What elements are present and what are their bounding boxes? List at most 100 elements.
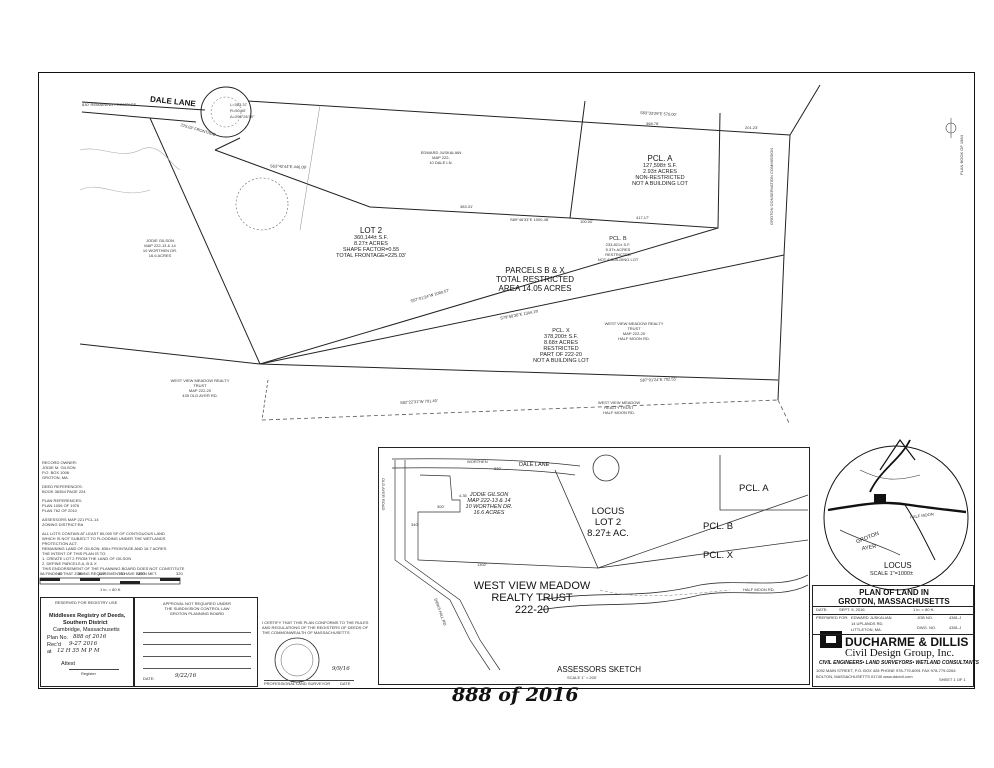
- pcl-a-name: PCL. A: [647, 154, 673, 163]
- plan-title: PLAN OF LAND IN: [859, 588, 929, 597]
- register-signature-line: [69, 669, 119, 670]
- pcl-a-label: PCL. A 127,598± S.F. 2.93± ACRES NON-RES…: [620, 154, 700, 187]
- plan-no-value: 888 of 2016: [73, 634, 107, 640]
- scale-tick-80: 80: [78, 571, 83, 576]
- scale-tick-320: 320: [176, 571, 183, 576]
- surveyor-signature-line: [264, 680, 354, 681]
- bearing-lot2-east: S89°46'33"E 1000.48': [510, 217, 549, 222]
- pcl-b-name: PCL. B: [609, 236, 627, 242]
- recd-value: 9-27 2016: [69, 641, 98, 647]
- certification-date-label: DATE: [340, 681, 351, 686]
- deed-heading: DEED REFERENCES:: [42, 484, 83, 489]
- record-notes: RECORD OWNER: JODIE M. GILSON P.O. BOX 1…: [42, 460, 184, 576]
- abutter-gilson: JODIE GILSON MAP 222-13 & 14 10 WORTHEN …: [138, 238, 182, 258]
- pcl-b-building: NOT A BUILDING LOT: [597, 257, 639, 262]
- record-owner-box: P.O. BOX 1006: [42, 470, 70, 475]
- sketch-title: ASSESSORS SKETCH: [557, 665, 642, 674]
- certification-line-3: THE COMMONWEALTH OF MASSACHUSETTS: [262, 630, 350, 635]
- sketch-gilson-address: 10 WORTHEN DR.: [465, 504, 513, 510]
- locus-label: LOCUS: [884, 561, 912, 570]
- certification-block: I CERTIFY THAT THIS PLAN CONFORMS TO THE…: [262, 620, 368, 635]
- note-line-4: REMAINING LAND OF GILSON: 830± FRONTAGE …: [42, 546, 167, 551]
- date-value: SEPT. 9, 2016: [839, 607, 865, 612]
- abutter-westview-right-trust: REALTY TRUST: [604, 405, 634, 410]
- at-label: at: [47, 649, 52, 655]
- job-no-label: JOB NO.: [917, 615, 934, 620]
- abutter-juskalian-map: MAP 222-: [432, 155, 450, 160]
- sheet-number: SHEET 1 OF 1: [939, 677, 966, 682]
- dwg-no-label: DWG. NO.: [917, 625, 937, 630]
- scale-tick-200: 200: [138, 571, 145, 576]
- lot-2-acres: 8.27± ACRES: [354, 241, 388, 247]
- handwritten-plan-number: 888 of 2016: [452, 684, 579, 706]
- firm-address-1: 1092 MAIN STREET, P.O. BOX 428 PHONE 978…: [816, 668, 956, 673]
- registry-line-1: Middlesex Registry of Deeds,: [49, 613, 126, 619]
- plan-ref-2: PLAN 762 OF 2010: [42, 508, 77, 513]
- sketch-road-old-ayer: OLD AYER ROAD: [381, 478, 386, 511]
- sketch-gilson: JODIE GILSON MAP 222-13 & 14 10 WORTHEN …: [459, 492, 519, 516]
- sketch-locus-label: LOCUS: [591, 506, 625, 517]
- abutter-westview-bottom: WEST VIEW MEADOW REALTY TRUST MAP 222-20…: [166, 378, 234, 398]
- abutter-gilson-map: MAP 222-13 & 14: [144, 243, 176, 248]
- plan-town: GROTON, MASSACHUSETTS: [838, 597, 950, 606]
- sketch-dim-1302: 1302': [477, 562, 487, 567]
- zoning-district: ZONING DISTRICT:RA: [42, 522, 84, 527]
- lot-2-name: LOT 2: [359, 226, 383, 235]
- pcl-x-restriction: RESTRICTED: [543, 346, 579, 352]
- north-arrow-icon: [945, 122, 957, 134]
- approval-block: APPROVAL NOT REQUIRED UNDER THE SUBDIVIS…: [134, 597, 258, 687]
- sketch-westview-line-3: 222-20: [514, 604, 550, 616]
- lot-2-shape: SHAPE FACTOR=0.55: [342, 247, 400, 253]
- scale-tick-0: 0: [40, 571, 43, 576]
- sketch-pcl-b: PCL. B: [703, 521, 734, 532]
- abutter-westview-top: WEST VIEW MEADOW REALTY TRUST MAP 222-20…: [600, 321, 668, 341]
- pcl-x-part: PART OF 222-20: [540, 352, 582, 358]
- note-line-9: A FINDING THAT ZONING REQUIREMENTS HAVE …: [42, 571, 158, 576]
- firm-tagline: CIVIL ENGINEERS• LAND SURVEYORS• WETLAND…: [819, 660, 979, 666]
- lot-2-sf: 360,144± S.F.: [354, 235, 388, 241]
- registry-header: RESERVED FOR REGISTRY USE: [55, 600, 118, 605]
- curve-delta: Δ=296°26'10": [230, 114, 255, 119]
- title-block: PLAN OF LAND IN GROTON, MASSACHUSETTS DA…: [812, 585, 979, 687]
- pcl-a-sf: 127,598± S.F.: [643, 163, 677, 169]
- approval-line-2: THE SUBDIVISION CONTROL LAW: [164, 606, 230, 611]
- abutter-juskalian-address: 10 DALE LN.: [429, 160, 453, 165]
- registry-block: RESERVED FOR REGISTRY USE Middlesex Regi…: [40, 597, 134, 687]
- plan-book-reference: PLAN BOOK OF 1984: [959, 135, 964, 175]
- approval-line-3: GROTON PLANNING BOARD: [169, 611, 225, 616]
- sketch-dim-435: 4.35: [459, 493, 467, 498]
- dist-lot2-c: 417.17': [636, 215, 649, 220]
- abutter-westview-top-address: HALF MOON RD.: [618, 336, 650, 341]
- prepared-for-label: PREPARED FOR:: [816, 615, 849, 620]
- sketch-gilson-area: 16.6 ACRES: [473, 510, 505, 516]
- sketch-pcl-x: PCL. X: [703, 550, 734, 561]
- pcl-a-building: NOT A BUILDING LOT: [632, 181, 688, 187]
- board-signature-line: [143, 632, 251, 633]
- firm-subtitle: Civil Design Group, Inc.: [845, 647, 955, 659]
- sketch-road-dirks-hill: DIRKS HILL RD.: [433, 597, 449, 628]
- dwg-no-value: 4381-J: [949, 625, 962, 630]
- abutter-westview-bottom-address: 435 OLD AYER RD.: [182, 393, 218, 398]
- note-line-5: THE INTENT OF THIS PLAN IS TO:: [42, 551, 107, 556]
- abutter-westview-bottom-map: MAP 222-20: [188, 388, 212, 393]
- plan-scale: 1 in. = 80 ft.: [913, 607, 935, 612]
- parcels-bx-label: PARCELS B & X TOTAL RESTRICTED AREA 14.0…: [490, 266, 580, 293]
- ducharme-logo-icon: [819, 632, 843, 650]
- pcl-a-acres: 2.93± ACRES: [643, 169, 677, 175]
- dist-top-b: 201.23': [745, 125, 758, 130]
- sketch-road-worthen: WORTHEN: [467, 459, 488, 464]
- sketch-dim-340: 340': [411, 522, 419, 527]
- parcels-bx-title: PARCELS B & X: [505, 266, 565, 275]
- registry-line-2: Southern District: [63, 620, 108, 626]
- note-line-1: ALL LOTS CONTAIN AT LEAST 80,000 SF OF C…: [42, 531, 165, 536]
- sketch-dim-300: 300': [437, 504, 445, 509]
- abutter-gilson-area: 16.6 ACRES: [148, 253, 172, 258]
- pcl-b-label: PCL. B 233,821± S.F. 5.37± ACRES RESTRIC…: [586, 236, 650, 262]
- sketch-gilson-map: MAP 222-13 & 14: [467, 498, 511, 504]
- sketch-pcl-a: PCL. A: [739, 483, 769, 494]
- parcels-bx-total: TOTAL RESTRICTED: [495, 275, 575, 284]
- board-signature-line: [143, 644, 251, 645]
- note-line-6: 1. CREATE LOT 2 FROM THE LAND OF GILSON: [42, 556, 132, 561]
- record-owner-heading: RECORD OWNER:: [42, 460, 77, 465]
- sketch-gilson-owner: JODIE GILSON: [469, 492, 509, 498]
